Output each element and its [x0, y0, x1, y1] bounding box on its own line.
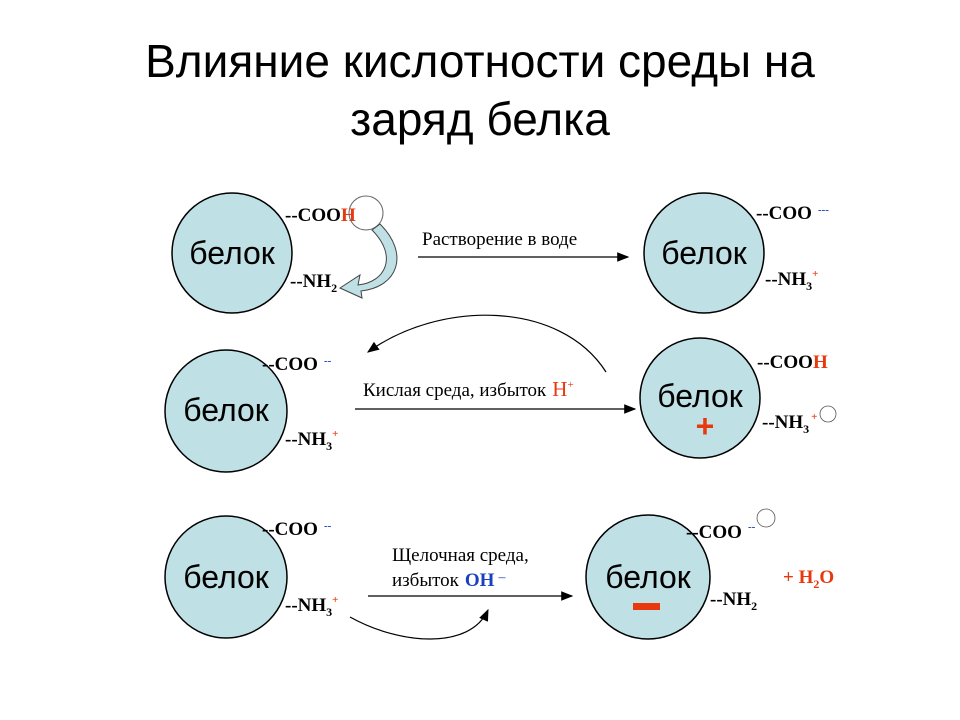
title-line-1: Влияние кислотности среды на [145, 35, 815, 87]
ammonium-group: --NH3+ [765, 268, 818, 293]
amino-group: --NH2 [290, 271, 337, 295]
carboxylate-group: --COO-- [262, 354, 332, 375]
protein-label: белок [183, 392, 270, 428]
carboxylate-group: --COO--- [756, 203, 829, 224]
slide-title: Влияние кислотности среды на заряд белка [0, 32, 960, 148]
carboxyl-group: --COOH [285, 205, 356, 226]
protein-label: белок [605, 559, 692, 595]
ammonium-group: --NH3+ [762, 411, 817, 436]
negative-charge-sign [633, 603, 660, 610]
charge-highlight-circle [819, 405, 837, 423]
protein-label: белок [661, 235, 748, 271]
protein-circle [164, 515, 288, 639]
protein-circle [643, 192, 765, 314]
dissolution-label: Растворение в воде [422, 229, 577, 250]
protein-label: белок [657, 378, 744, 414]
ammonium-group: --NH3+ [285, 428, 338, 453]
carboxyl-group: --COOH [757, 352, 828, 373]
proton-removal-curved-arrow [349, 608, 489, 640]
alkali-medium-label-line1: Щелочная среда, [392, 545, 529, 566]
protein-label: белок [189, 235, 276, 271]
water-product: + H2O [783, 567, 834, 591]
amino-group: --NH2 [710, 589, 757, 613]
ammonium-group: --NH3+ [285, 594, 338, 619]
reverse-curved-arrow [367, 314, 607, 373]
proton-highlight-circle [348, 195, 384, 231]
positive-charge-sign: + [696, 408, 715, 444]
proton-transfer-arrow [338, 223, 398, 299]
protein-circle [171, 192, 293, 314]
charge-highlight-circle [756, 508, 776, 528]
carboxylate-group: --COO-- [686, 521, 756, 543]
protein-circle [639, 337, 761, 459]
protein-label: белок [183, 559, 270, 595]
title-line-2: заряд белка [350, 93, 610, 145]
protein-circle [585, 514, 711, 640]
protein-circle [164, 349, 288, 473]
carboxylate-group: --COO-- [262, 519, 332, 540]
